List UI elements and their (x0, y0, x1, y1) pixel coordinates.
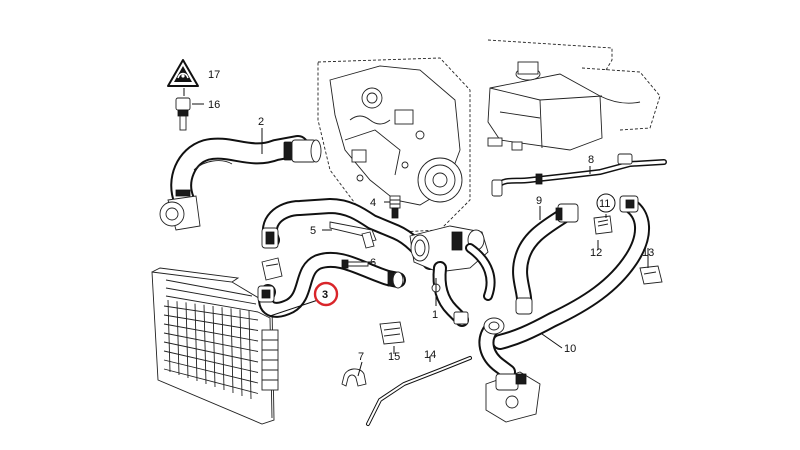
leader-lines (183, 88, 649, 377)
part-4-bleed-screw (389, 195, 401, 219)
label-17: 17 (208, 69, 220, 81)
part-15-clip (379, 321, 405, 345)
water-pump (478, 317, 541, 423)
label-14: 14 (424, 349, 436, 361)
label-5: 5 (310, 225, 316, 237)
thermostat-and-hose-1 (409, 225, 496, 327)
hose-2 (159, 135, 322, 231)
label-1: 1 (432, 309, 438, 321)
label-9: 9 (536, 195, 542, 207)
label-7: 7 (358, 351, 364, 363)
hose-10 (492, 195, 651, 350)
label-3: 3 (322, 289, 328, 301)
label-12: 12 (590, 247, 602, 259)
label-15: 15 (388, 351, 400, 363)
part-14-cable-tie (366, 356, 472, 426)
hose-upper-left (261, 197, 438, 270)
label-2: 2 (258, 116, 264, 128)
part-6-bolt (341, 259, 369, 269)
warning-triangle-icon (167, 59, 199, 87)
highlight-ring (313, 281, 339, 307)
expansion-tank (487, 39, 661, 151)
label-11: 11 (599, 198, 610, 210)
hose-9 (512, 203, 579, 315)
part-16-sensor (175, 97, 191, 131)
radiator (151, 267, 279, 425)
hose-3 (257, 251, 406, 318)
part-5-bracket (329, 221, 377, 249)
label-10: 10 (564, 343, 576, 355)
label-11-circle (596, 193, 616, 213)
label-8: 8 (588, 154, 594, 166)
engine-block (317, 57, 471, 233)
label-13: 13 (642, 247, 654, 259)
pipe-8 (491, 153, 667, 197)
label-16: 16 (208, 99, 220, 111)
part-bracket-small (261, 257, 283, 281)
part-7-clip (341, 368, 367, 387)
label-4: 4 (370, 197, 376, 209)
part-11-clip (593, 215, 613, 235)
callout-labels: 1 2 3 4 5 6 7 8 9 10 11 12 13 14 15 16 1… (208, 69, 654, 363)
part-13-clip (639, 265, 663, 285)
label-6: 6 (370, 257, 376, 269)
